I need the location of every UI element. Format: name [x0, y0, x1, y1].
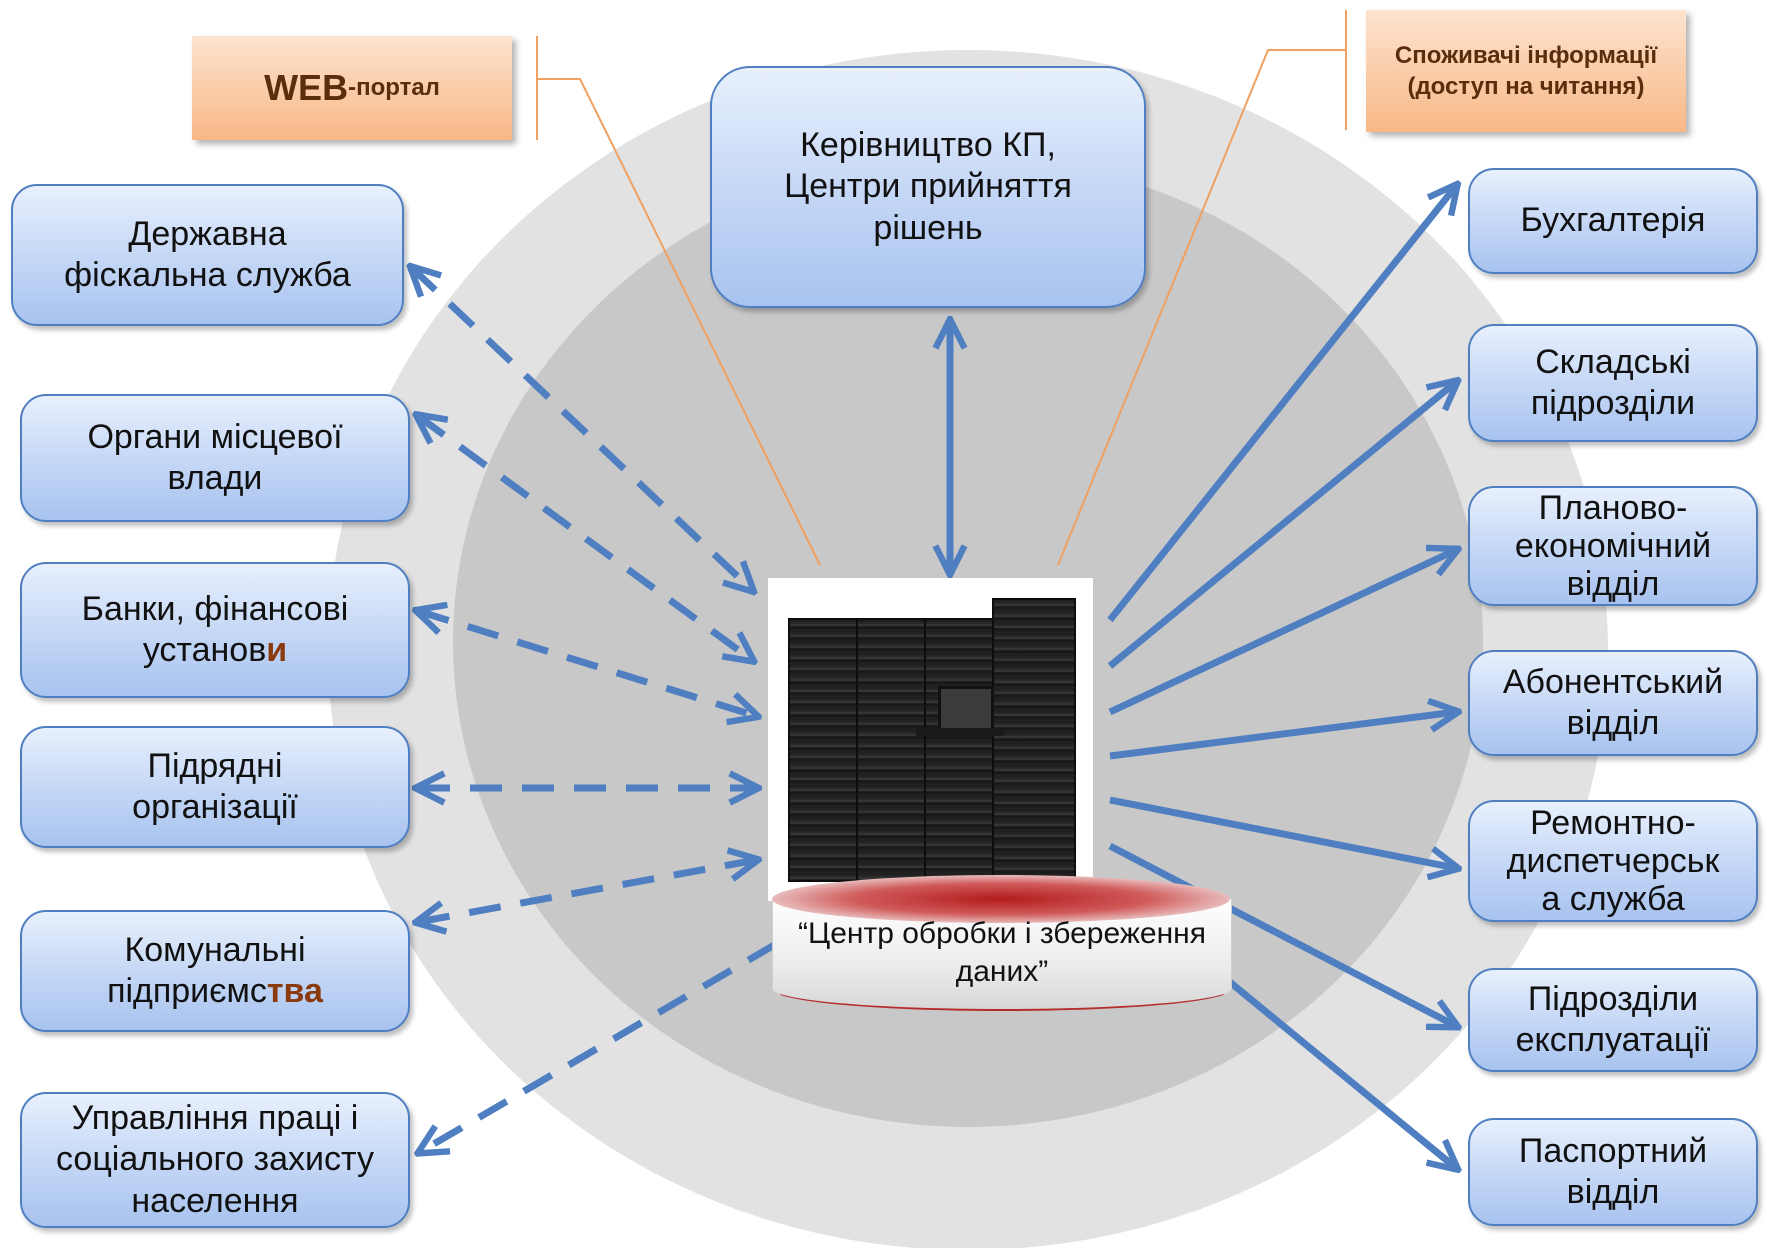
fiscal-service-node: Державна фіскальна служба	[11, 184, 404, 326]
banks-label-accent: и	[266, 631, 288, 669]
warehouse-label: Складські підрозділи	[1530, 342, 1696, 422]
consumers-callout-line	[1057, 49, 1346, 566]
local-authority-arrow	[418, 416, 752, 660]
server-console-shelf	[916, 728, 1004, 736]
web-portal-tag-strong: WEB	[264, 67, 349, 108]
local-authority-node: Органи місцевої влади	[20, 394, 410, 522]
operations-arrow	[1108, 842, 1456, 1026]
server-rack-unit	[992, 598, 1076, 882]
utilities-label: Комунальні підприємства	[107, 930, 323, 1013]
server-rack-unit	[856, 618, 926, 882]
subscriber-node: Абонентський відділ	[1468, 650, 1758, 756]
utilities-arrow	[418, 860, 756, 922]
subscriber-arrow	[1109, 712, 1456, 760]
web-portal-tag-small: -портал	[348, 74, 440, 101]
planning-label: Планово- економічний відділ	[1514, 488, 1712, 604]
local-authority-label: Органи місцевої влади	[87, 417, 343, 497]
repair-dispatch-node: Ремонтно- диспетчерськ а служба	[1468, 800, 1758, 922]
banks-node: Банки, фінансові установи	[20, 562, 410, 698]
server-console-icon	[938, 686, 994, 732]
subscriber-label: Абонентський відділ	[1502, 662, 1724, 742]
planning-node: Планово- економічний відділ	[1468, 486, 1758, 606]
social-protection-label: Управління праці і соціального захисту н…	[56, 1098, 374, 1220]
data-center-label: “Центр обробки і збереження даних”	[798, 917, 1206, 988]
planning-arrow	[1108, 550, 1456, 716]
operations-label: Підрозділи експлуатації	[1515, 979, 1711, 1059]
server-rack-icon	[768, 578, 1093, 901]
social-protection-node: Управління праці і соціального захисту н…	[20, 1092, 410, 1228]
accounting-label: Бухгалтерія	[1520, 201, 1706, 240]
utilities-label-accent: тва	[266, 972, 323, 1010]
data-center-node: “Центр обробки і збереження даних”	[772, 875, 1232, 1015]
fiscal-service-label: Державна фіскальна служба	[64, 214, 351, 294]
warehouse-node: Складські підрозділи	[1468, 324, 1758, 442]
banks-arrow	[418, 611, 756, 716]
utilities-node: Комунальні підприємства	[20, 910, 410, 1032]
passport-node: Паспортний відділ	[1468, 1118, 1758, 1226]
operations-node: Підрозділи експлуатації	[1468, 968, 1758, 1072]
server-rack-unit	[924, 618, 994, 882]
social-protection-arrow	[420, 940, 778, 1152]
banks-label-main: Банки, фінансові установ	[81, 589, 349, 669]
repair-dispatch-arrow	[1109, 796, 1456, 868]
consumers-tag: Споживачі інформації (доступ на читання)	[1366, 10, 1686, 132]
repair-dispatch-label: Ремонтно- диспетчерськ а служба	[1506, 803, 1720, 919]
accounting-node: Бухгалтерія	[1468, 168, 1758, 274]
consumers-tag-text: Споживачі інформації (доступ на читання)	[1394, 41, 1658, 100]
contractors-node: Підрядні організації	[20, 726, 410, 848]
warehouse-arrow	[1107, 382, 1456, 669]
accounting-arrow	[1107, 186, 1456, 623]
management-label: Керівництво КП, Центри прийняття рішень	[784, 125, 1072, 247]
management-node: Керівництво КП, Центри прийняття рішень	[710, 66, 1146, 308]
passport-label: Паспортний відділ	[1518, 1131, 1708, 1211]
utilities-label-main: Комунальні підприємс	[107, 930, 306, 1010]
banks-label: Банки, фінансові установи	[82, 589, 349, 672]
server-rack-unit	[788, 618, 858, 882]
contractors-label: Підрядні організації	[132, 746, 298, 826]
web-portal-tag: WEB-портал	[192, 36, 512, 140]
data-center-cylinder-top	[772, 875, 1230, 923]
